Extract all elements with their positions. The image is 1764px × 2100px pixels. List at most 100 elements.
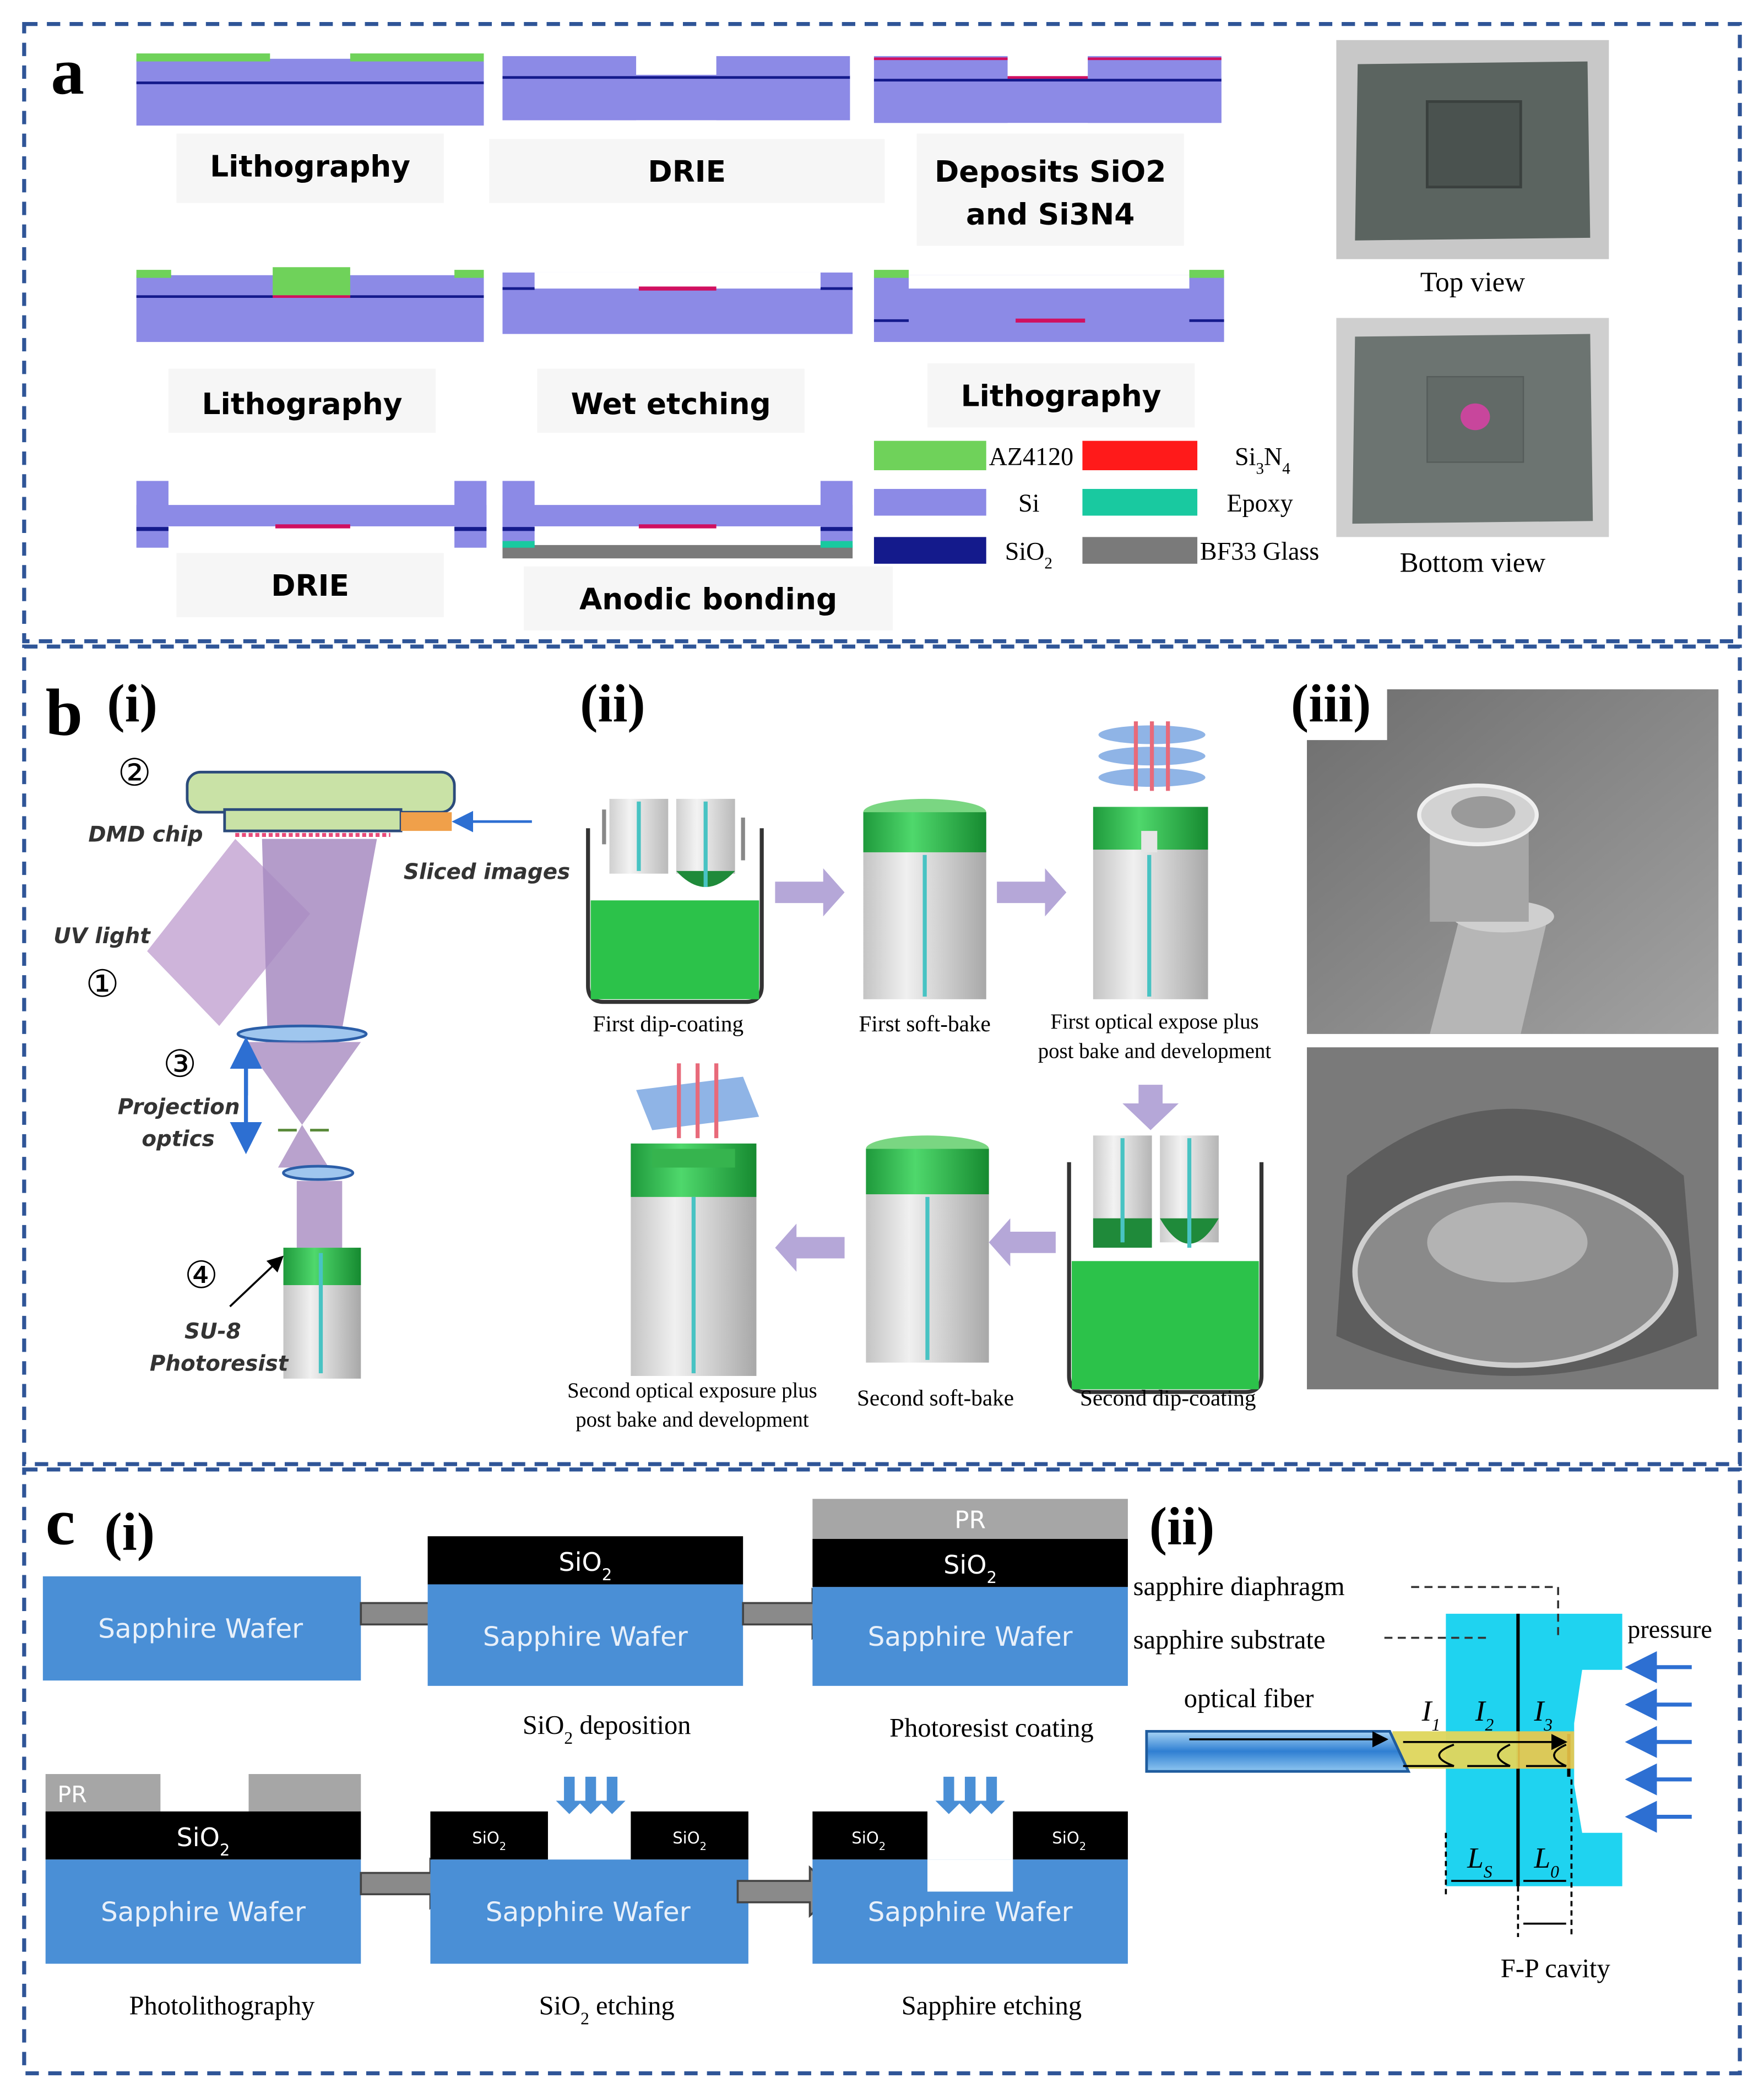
step-a8-label: Anodic bonding <box>579 581 837 616</box>
step-a2-diagram <box>502 56 850 121</box>
fp-sensor-diagram <box>1145 1586 1692 1938</box>
dip-coating-process <box>586 721 1264 1394</box>
legend-label-bf33: BF33 Glass <box>1200 537 1319 565</box>
sensor-l0-label: L0 <box>1533 1841 1559 1881</box>
photo-top-view <box>1336 40 1609 259</box>
wafer-label-3: Sapphire Wafer <box>868 1622 1073 1652</box>
panel-b-sub-iii: (iii) <box>1291 674 1371 733</box>
legend-label-epoxy: Epoxy <box>1226 489 1293 517</box>
optics-sliced-images: Sliced images <box>404 859 570 884</box>
optics-projection-2: optics <box>142 1127 214 1152</box>
process-first-expose-2: post bake and development <box>1038 1040 1272 1063</box>
wafer-label-4: Sapphire Wafer <box>101 1897 306 1928</box>
panel-c-sub-i: (i) <box>104 1502 155 1561</box>
process-second-dip: Second dip-coating <box>1080 1385 1256 1410</box>
step-a1-label: Lithography <box>210 149 410 183</box>
wafer-label-5: Sapphire Wafer <box>486 1897 691 1928</box>
panel-b-sub-i: (i) <box>107 674 158 733</box>
sem-image-microstructure <box>1307 1047 1719 1390</box>
wafer-step-6 <box>812 1776 1128 1964</box>
sensor-pressure-label: pressure <box>1627 1615 1712 1644</box>
wafer-step-2 <box>427 1536 743 1686</box>
optics-num-4: ④ <box>184 1254 218 1296</box>
step-a3-label-2: and Si3N4 <box>966 197 1135 232</box>
sensor-fiber-label: optical fiber <box>1184 1684 1314 1713</box>
panel-c-tag: c <box>46 1486 75 1559</box>
panel-borders <box>22 22 1742 2076</box>
sensor-i1-label: I1 <box>1421 1694 1441 1734</box>
optics-su8-2: Photoresist <box>150 1351 289 1376</box>
photo-top-caption: Top view <box>1420 267 1525 298</box>
optics-num-1: ① <box>85 963 119 1005</box>
step-a2-label: DRIE <box>648 154 726 189</box>
legend-label-sio2: SiO2 <box>1005 537 1052 573</box>
panel-a-tag: a <box>51 35 84 108</box>
caption-photolithography: Photolithography <box>129 1992 315 2021</box>
caption-photoresist-coating: Photoresist coating <box>889 1713 1094 1743</box>
optics-num-3: ③ <box>163 1043 197 1085</box>
material-legend: AZ4120 Si3N4 Si Epoxy SiO2 BF33 Glass <box>873 440 1319 573</box>
wafer-step-4 <box>45 1774 361 1964</box>
legend-swatch-si3n4 <box>1082 440 1198 471</box>
process-second-soft: Second soft-bake <box>857 1385 1014 1410</box>
sensor-i2-label: I2 <box>1475 1694 1494 1734</box>
wafer-step-3 <box>812 1499 1128 1686</box>
process-first-dip: First dip-coating <box>593 1011 743 1036</box>
optics-num-2: ② <box>118 752 151 794</box>
wafer-label-1: Sapphire Wafer <box>98 1614 303 1645</box>
panel-b-border <box>22 644 1742 1466</box>
step-a8-diagram <box>502 481 853 559</box>
step-a3-label-1: Deposits SiO2 <box>935 154 1166 189</box>
wafer-step-5 <box>430 1776 748 1964</box>
optics-su8-1: SU-8 <box>184 1319 241 1344</box>
optics-projection-1: Projection <box>118 1095 240 1119</box>
process-first-expose-1: First optical expose plus <box>1050 1010 1258 1033</box>
photo-bottom-view <box>1336 318 1609 537</box>
process-first-soft: First soft-bake <box>859 1011 990 1036</box>
optics-dmd-chip: DMD chip <box>88 823 203 847</box>
panel-a-border <box>22 22 1742 644</box>
step-a1-diagram <box>136 53 484 126</box>
sem-image-fiber-tip <box>1307 689 1719 1034</box>
legend-label-si: Si <box>1018 489 1039 517</box>
legend-swatch-si <box>873 488 986 516</box>
process-second-expose-2: post bake and development <box>576 1408 809 1432</box>
step-a3-diagram <box>873 56 1222 123</box>
sensor-substrate-label: sapphire substrate <box>1133 1625 1326 1655</box>
optics-uv-light: UV light <box>53 924 151 949</box>
panel-b-sub-ii: (ii) <box>580 674 645 733</box>
legend-label-si3n4: Si3N4 <box>1235 442 1290 477</box>
wafer-pr-label-4: PR <box>57 1781 87 1808</box>
wafer-step-1 <box>42 1576 361 1681</box>
step-a6-label: Lithography <box>961 379 1161 414</box>
legend-swatch-sio2 <box>873 537 986 564</box>
wafer-label-2: Sapphire Wafer <box>483 1622 688 1652</box>
sensor-ls-label: LS <box>1467 1841 1492 1881</box>
wafer-pr-label-3: PR <box>954 1506 986 1535</box>
step-a5-diagram <box>502 272 853 334</box>
legend-swatch-epoxy <box>1082 488 1198 516</box>
process-second-expose-1: Second optical exposure plus <box>567 1379 817 1402</box>
step-a7-label: DRIE <box>271 568 349 603</box>
legend-label-az4120: AZ4120 <box>989 442 1074 470</box>
panel-b-tag: b <box>46 676 83 749</box>
dmd-projection-diagram <box>147 770 532 1379</box>
panel-b: b (i) (ii) ② DMD chip Sl <box>46 674 1719 1432</box>
caption-sio2-deposition: SiO2 deposition <box>523 1711 691 1748</box>
caption-sio2-etching: SiO2 etching <box>539 1992 675 2028</box>
legend-swatch-az4120 <box>873 440 986 471</box>
photo-bottom-caption: Bottom view <box>1400 547 1546 578</box>
step-a7-diagram <box>136 481 487 548</box>
panel-c: c (i) (ii) Sapphire Wafer SiO2 Sapphire … <box>42 1486 1712 2028</box>
sensor-i3-label: I3 <box>1533 1694 1553 1734</box>
caption-sapphire-etching: Sapphire etching <box>902 1992 1082 2021</box>
sensor-cavity-label: F-P cavity <box>1501 1954 1611 1983</box>
sensor-diaphragm-label: sapphire diaphragm <box>1133 1572 1345 1601</box>
wafer-label-6: Sapphire Wafer <box>868 1897 1073 1928</box>
step-a5-label: Wet etching <box>571 387 771 421</box>
panel-c-sub-ii: (ii) <box>1149 1497 1215 1556</box>
step-a4-label: Lithography <box>202 387 403 421</box>
step-a4-diagram <box>136 267 484 342</box>
step-a6-diagram <box>873 270 1224 342</box>
